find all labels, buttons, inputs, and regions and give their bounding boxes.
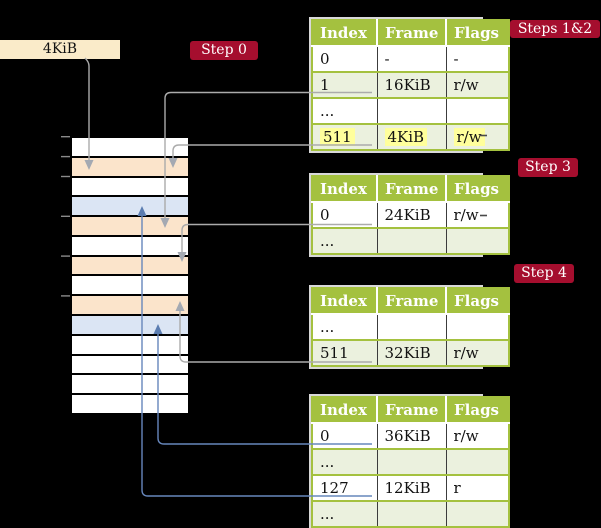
highlighted-value: 4KiB [384, 128, 428, 146]
table-cell: r [446, 474, 509, 501]
table-row: ... [312, 448, 509, 475]
memory-frame-row-7 [72, 274, 188, 295]
table-cell: - [446, 45, 509, 72]
column-header-index: Index [312, 176, 378, 203]
highlighted-value: r/w [453, 128, 485, 146]
table-cell [446, 97, 509, 124]
table-cell [377, 313, 447, 340]
memory-frame-row-1 [72, 155, 188, 176]
table-row: ... [312, 313, 509, 340]
table-row: 511 4KiB r/w [312, 123, 509, 150]
column-header-frame: Frame [377, 20, 447, 47]
table-cell: ... [312, 500, 378, 527]
table-cell: r/w [446, 339, 509, 366]
table-cell [377, 227, 447, 254]
table-cell: 0 [312, 422, 378, 449]
table-cell: ... [312, 448, 378, 475]
memory-frame-row-10 [72, 333, 188, 354]
table-cell [377, 97, 447, 124]
table-cell: ... [312, 313, 378, 340]
column-header-flags: Flags [446, 176, 509, 203]
table-cell: 511 [312, 123, 378, 150]
column-header-index: Index [312, 288, 378, 315]
table-cell: 24KiB [377, 201, 447, 228]
column-header-flags: Flags [446, 288, 509, 315]
memory-frame-row-6 [72, 254, 188, 275]
memory-address-ticks [61, 135, 70, 297]
table-cell: 4KiB [377, 123, 447, 150]
memory-frame-row-8 [72, 294, 188, 315]
badge-step-3: Step 3 [518, 158, 578, 177]
memory-frame-row-9 [72, 314, 188, 334]
table-cell: ... [312, 97, 378, 124]
column-header-frame: Frame [377, 397, 447, 424]
table-cell: 36KiB [377, 422, 447, 449]
column-header-frame: Frame [377, 176, 447, 203]
column-header-frame: Frame [377, 288, 447, 315]
frame-address-label: 4KiB [0, 40, 120, 59]
table-cell: 1 [312, 71, 378, 98]
table-cell: r/w [446, 71, 509, 98]
table-row: ... [312, 97, 509, 124]
table-row: ... [312, 227, 509, 254]
badge-steps-1-2: Steps 1&2 [510, 20, 600, 38]
column-header-index: Index [312, 397, 378, 424]
table-cell: r/w [446, 201, 509, 228]
table-cell: 127 [312, 474, 378, 501]
table-cell [377, 500, 447, 527]
column-header-flags: Flags [446, 397, 509, 424]
table-cell [377, 448, 447, 475]
memory-frame-row-13 [72, 393, 188, 413]
memory-frame-row-3 [72, 195, 188, 216]
highlighted-value: 511 [320, 128, 355, 146]
table-cell: - [377, 45, 447, 72]
badge-step-4: Step 4 [514, 264, 574, 283]
table-cell [446, 227, 509, 254]
table-cell [446, 500, 509, 527]
table-cell: 0 [312, 45, 378, 72]
column-header-index: Index [312, 20, 378, 47]
table-cell: 511 [312, 339, 378, 366]
table-cell: r/w [446, 422, 509, 449]
table-cell: 16KiB [377, 71, 447, 98]
badge-step-0: Step 0 [190, 41, 258, 60]
table-cell [446, 448, 509, 475]
table-row: ... [312, 500, 509, 527]
memory-frame-row-4 [72, 215, 188, 235]
memory-frame-row-12 [72, 373, 188, 394]
physical-memory-stack [70, 136, 190, 415]
table-row: 0-- [312, 45, 509, 72]
memory-frame-row-0 [72, 138, 188, 156]
table-cell: 12KiB [377, 474, 447, 501]
column-header-flags: Flags [446, 20, 509, 47]
memory-frame-row-2 [72, 175, 188, 196]
table-cell [446, 313, 509, 340]
table-cell: 32KiB [377, 339, 447, 366]
memory-frame-row-5 [72, 234, 188, 255]
table-cell: ... [312, 227, 378, 254]
table-cell: r/w [446, 123, 509, 150]
memory-frame-row-11 [72, 353, 188, 374]
table-cell: 0 [312, 201, 378, 228]
